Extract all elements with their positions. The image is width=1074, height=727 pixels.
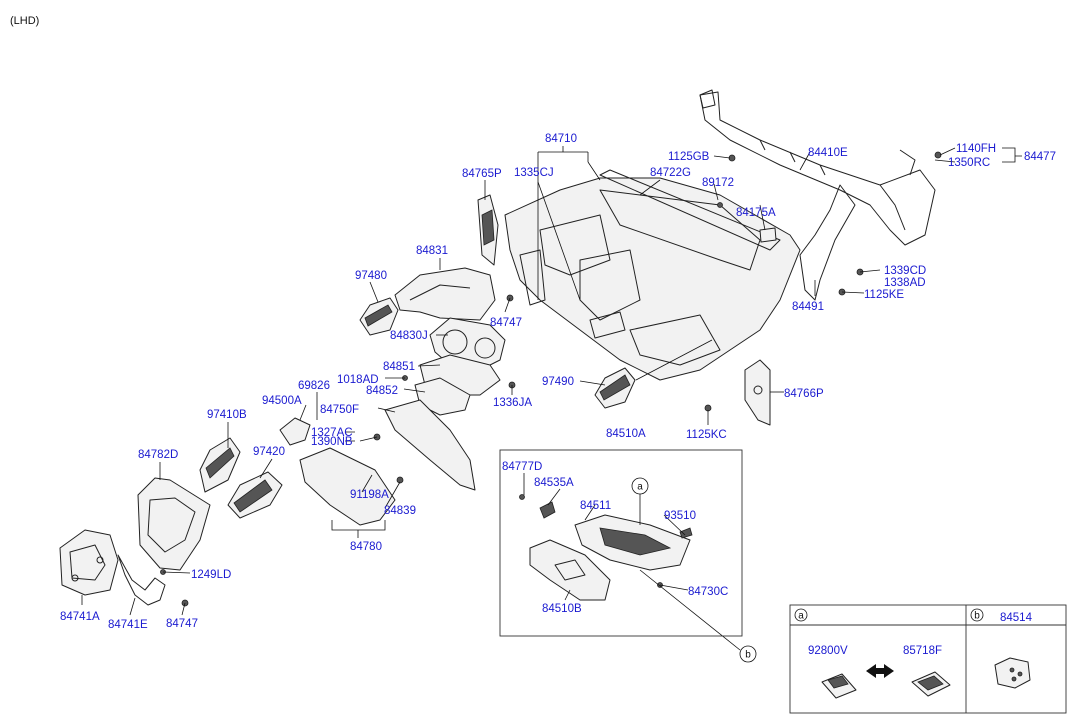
part-84491: 84491 bbox=[792, 301, 824, 313]
switch-panel-drawing bbox=[279, 417, 311, 446]
part-84782D: 84782D bbox=[138, 449, 178, 461]
callout-a: a bbox=[631, 477, 649, 495]
part-84777D: 84777D bbox=[502, 461, 542, 473]
legend-table: a b 84514 92800V 85718F bbox=[789, 604, 1067, 714]
part-1125GB: 1125GB bbox=[668, 151, 710, 163]
part-84851: 84851 bbox=[383, 361, 415, 373]
part-97410B: 97410B bbox=[207, 409, 247, 421]
part-84830J: 84830J bbox=[390, 330, 428, 342]
vent-97410B-drawing bbox=[199, 437, 241, 493]
fasteners bbox=[160, 151, 942, 607]
part-97420: 97420 bbox=[253, 446, 285, 458]
vent-97480-drawing bbox=[359, 297, 399, 336]
legend-part-92800V: 92800V bbox=[808, 645, 848, 657]
legend-part-84514: 84514 bbox=[1000, 612, 1033, 624]
part-84710: 84710 bbox=[545, 133, 577, 145]
part-1336JA: 1336JA bbox=[493, 397, 532, 409]
trim-84741E-drawing bbox=[117, 554, 166, 606]
side-cover-84766P-drawing bbox=[744, 359, 771, 426]
part-1390NB: 1390NB bbox=[311, 436, 353, 448]
part-1327AC: 1327AC bbox=[311, 427, 353, 439]
lower-panel-drawing bbox=[384, 399, 476, 491]
part-84852: 84852 bbox=[366, 385, 398, 397]
part-84175A: 84175A bbox=[736, 207, 776, 219]
part-94500A: 94500A bbox=[262, 395, 302, 407]
callout-b: b bbox=[739, 645, 757, 663]
part-84765P: 84765P bbox=[462, 168, 502, 180]
part-84741E: 84741E bbox=[108, 619, 148, 631]
instrument-hood-drawing bbox=[394, 267, 496, 321]
part-97480: 97480 bbox=[355, 270, 387, 282]
part-84747-lower: 84747 bbox=[166, 618, 198, 630]
lower-crash-pad-drawing bbox=[299, 447, 396, 526]
glove-box-door-drawing bbox=[529, 539, 611, 601]
variant-label: (LHD) bbox=[10, 15, 39, 27]
part-84511: 84511 bbox=[580, 500, 611, 512]
svg-text:a: a bbox=[637, 482, 643, 493]
part-1249LD: 1249LD bbox=[191, 569, 231, 581]
part-89172: 89172 bbox=[702, 177, 734, 189]
part-84780: 84780 bbox=[350, 541, 382, 553]
svg-text:b: b bbox=[974, 611, 980, 622]
part-1140FH: 1140FH bbox=[956, 143, 996, 155]
part-84410E: 84410E bbox=[808, 147, 848, 159]
part-91198A: 91198A bbox=[350, 489, 389, 501]
legend-part-85718F: 85718F bbox=[903, 645, 942, 657]
part-84730C: 84730C bbox=[688, 586, 728, 598]
leader-lines bbox=[81, 146, 1022, 651]
part-84510A: 84510A bbox=[606, 428, 646, 440]
lower-cluster-cover-drawing bbox=[414, 354, 501, 416]
part-1335CJ: 1335CJ bbox=[514, 167, 554, 179]
glove-box-group-frame bbox=[499, 449, 743, 637]
part-1350RC: 1350RC bbox=[948, 157, 990, 169]
part-84839: 84839 bbox=[384, 505, 416, 517]
part-84750F: 84750F bbox=[320, 404, 359, 416]
crash-pad-drawing bbox=[504, 169, 801, 381]
part-97490: 97490 bbox=[542, 376, 574, 388]
center-fascia-drawing bbox=[137, 477, 211, 571]
svg-text:b: b bbox=[745, 650, 751, 661]
part-1339CD: 1339CD bbox=[884, 265, 926, 277]
part-84510B: 84510B bbox=[542, 603, 582, 615]
vent-97420-drawing bbox=[227, 471, 283, 519]
double-arrow-icon bbox=[866, 664, 894, 678]
part-1338AD: 1338AD bbox=[884, 277, 926, 289]
part-84831: 84831 bbox=[416, 245, 448, 257]
side-cover-84765P-drawing bbox=[477, 194, 499, 266]
part-1125KE: 1125KE bbox=[864, 289, 904, 301]
part-84747-upper: 84747 bbox=[490, 317, 522, 329]
part-1018AD: 1018AD bbox=[337, 374, 379, 386]
part-84477: 84477 bbox=[1024, 151, 1056, 163]
part-84722G: 84722G bbox=[650, 167, 691, 179]
part-69826: 69826 bbox=[298, 380, 330, 392]
part-93510: 93510 bbox=[664, 510, 696, 522]
part-84766P: 84766P bbox=[784, 388, 824, 400]
vent-97490-drawing bbox=[594, 367, 636, 409]
part-84741A: 84741A bbox=[60, 611, 100, 623]
audio-bezel-drawing bbox=[59, 529, 119, 596]
glove-box-housing-drawing bbox=[574, 514, 691, 571]
part-84535A: 84535A bbox=[534, 477, 574, 489]
part-1125KC: 1125KC bbox=[686, 429, 727, 441]
cowl-crossbar-drawing bbox=[699, 89, 936, 301]
svg-text:a: a bbox=[798, 611, 804, 622]
